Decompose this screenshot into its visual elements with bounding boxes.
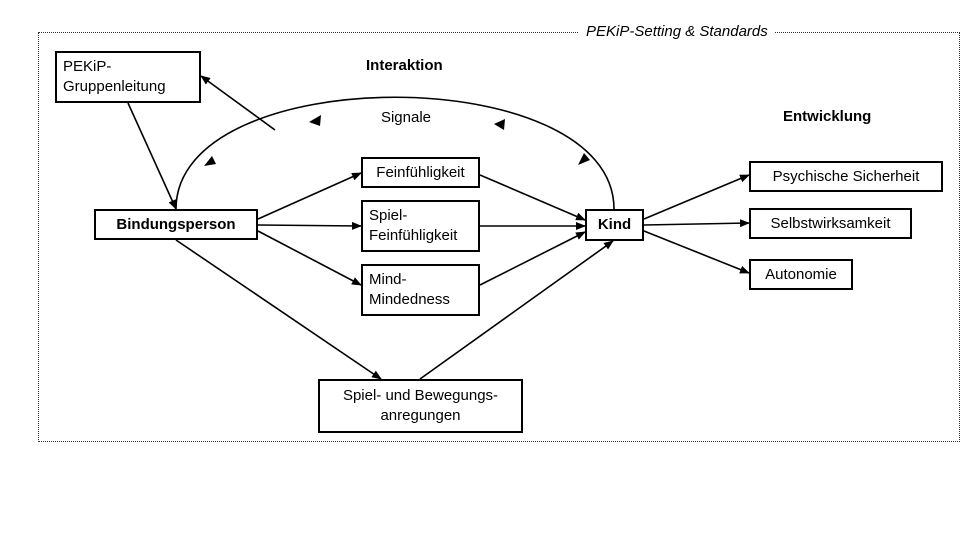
signal-arrowhead — [578, 153, 590, 165]
node-feinfuehligkeit: Feinfühligkeit — [361, 157, 480, 188]
node-mind-mindedness: Mind- Mindedness — [361, 264, 480, 316]
edge-bindungsperson-spiel-bewegung — [175, 239, 382, 380]
signal-label: Signale — [368, 108, 444, 128]
signal-arrowhead — [309, 115, 321, 126]
node-bindungsperson: Bindungsperson — [94, 209, 258, 240]
setting-frame-title: PEKiP-Setting & Standards — [579, 22, 775, 42]
node-kind-label: Kind — [597, 216, 632, 233]
edge-feinfuehligkeit-kind — [479, 174, 586, 221]
node-mind-mindedness-label: Mind- Mindedness — [369, 271, 450, 308]
node-gruppenleitung: PEKiP- Gruppenleitung — [55, 51, 201, 103]
node-feinfuehligkeit-label: Feinfühligkeit — [376, 163, 465, 181]
signal-arrowhead — [494, 119, 505, 130]
edge-gruppenleitung-bindungsperson — [127, 102, 177, 210]
edge-bindungsperson-mind-mindedness — [257, 230, 362, 286]
signal-arc — [175, 96, 615, 210]
edge-kind-selbstwirksamkeit — [643, 219, 750, 228]
node-spiel-feinfuehligkeit-label: Spiel- Feinfühligkeit — [369, 207, 458, 244]
node-spiel-bewegung: Spiel- und Bewegungs- anregungen — [318, 379, 523, 433]
edge-spiel-bewegung-kind — [419, 240, 614, 380]
node-selbstwirksamkeit-label: Selbstwirksamkeit — [770, 214, 891, 232]
edge-bindungsperson-feinfuehligkeit — [257, 172, 362, 220]
node-bindungsperson-label: Bindungsperson — [116, 215, 236, 233]
edge-kind-psychische-sicherheit — [643, 174, 750, 220]
node-selbstwirksamkeit: Selbstwirksamkeit — [749, 208, 912, 239]
node-psychische-sicherheit: Psychische Sicherheit — [749, 161, 943, 192]
node-gruppenleitung-label: PEKiP- Gruppenleitung — [63, 58, 166, 95]
node-autonomie-label: Autonomie — [765, 265, 837, 283]
node-kind: Kind — [585, 209, 644, 241]
edge-mind-mindedness-kind — [479, 231, 586, 286]
edge-bindungsperson-spiel-feinfuehligkeit — [257, 221, 362, 230]
node-spiel-feinfuehligkeit: Spiel- Feinfühligkeit — [361, 200, 480, 252]
heading-entwicklung: Entwicklung — [783, 108, 872, 125]
edge-signal-gruppenleitung — [200, 75, 276, 131]
node-psychische-sicherheit-label: Psychische Sicherheit — [772, 167, 920, 185]
node-autonomie: Autonomie — [749, 259, 853, 290]
heading-interaktion: Interaktion — [366, 57, 443, 74]
edge-kind-autonomie — [643, 230, 750, 274]
node-spiel-bewegung-label: Spiel- und Bewegungs- anregungen — [342, 387, 499, 424]
signal-arrowhead — [204, 156, 216, 166]
